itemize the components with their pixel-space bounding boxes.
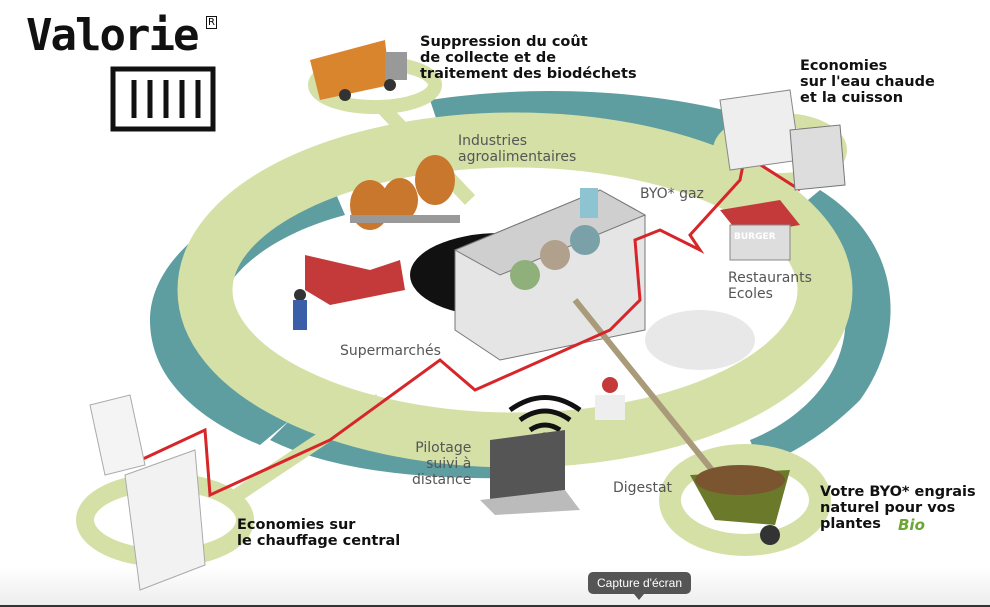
logo-text: Valorie — [26, 10, 199, 61]
restaurant-icon — [720, 200, 800, 261]
label-fertilizer: Votre BYO* engrais naturel pour vos plan… — [820, 484, 976, 532]
dining-icon — [645, 310, 755, 370]
label-heating: Economies sur le chauffage central — [237, 517, 401, 549]
label-water: Economies sur l'eau chaude et la cuisson — [800, 58, 935, 106]
gardener-icon — [595, 377, 625, 420]
laptop-icon — [480, 430, 580, 515]
label-gas: BYO* gaz — [640, 186, 704, 202]
kitchen-icon — [719, 89, 846, 191]
green-link-top — [374, 100, 476, 205]
bottom-border — [0, 605, 990, 607]
wheelbarrow-icon — [690, 465, 790, 545]
digestate-pipe — [572, 298, 723, 482]
supermarket-icon — [293, 255, 405, 330]
bio-logo: Bio — [898, 516, 925, 534]
label-collection: Suppression du coût de collecte et de tr… — [420, 34, 637, 82]
red-line — [129, 152, 801, 498]
valorie-logo: Valorie R — [26, 10, 217, 132]
label-supermarkets: Supermarchés — [340, 343, 441, 359]
boiler-icon — [89, 394, 146, 476]
burger-sign: BURGER — [734, 232, 776, 242]
screenshot-tooltip: Capture d'écran — [588, 572, 691, 600]
container-unit — [453, 188, 647, 361]
container-logo-icon — [110, 66, 216, 132]
teal-ring-right — [750, 190, 891, 465]
label-industries: Industries agroalimentaires — [458, 133, 577, 165]
label-restaurants: Restaurants Ecoles — [728, 270, 812, 302]
green-node-bottom — [659, 444, 831, 556]
industry-tanks-icon — [350, 155, 460, 230]
label-digestate: Digestat — [613, 480, 673, 496]
registered-mark: R — [206, 16, 217, 29]
radiator-icon — [124, 449, 206, 591]
label-remote: Pilotage suivi à distance — [412, 440, 472, 488]
truck-icon — [310, 40, 407, 101]
